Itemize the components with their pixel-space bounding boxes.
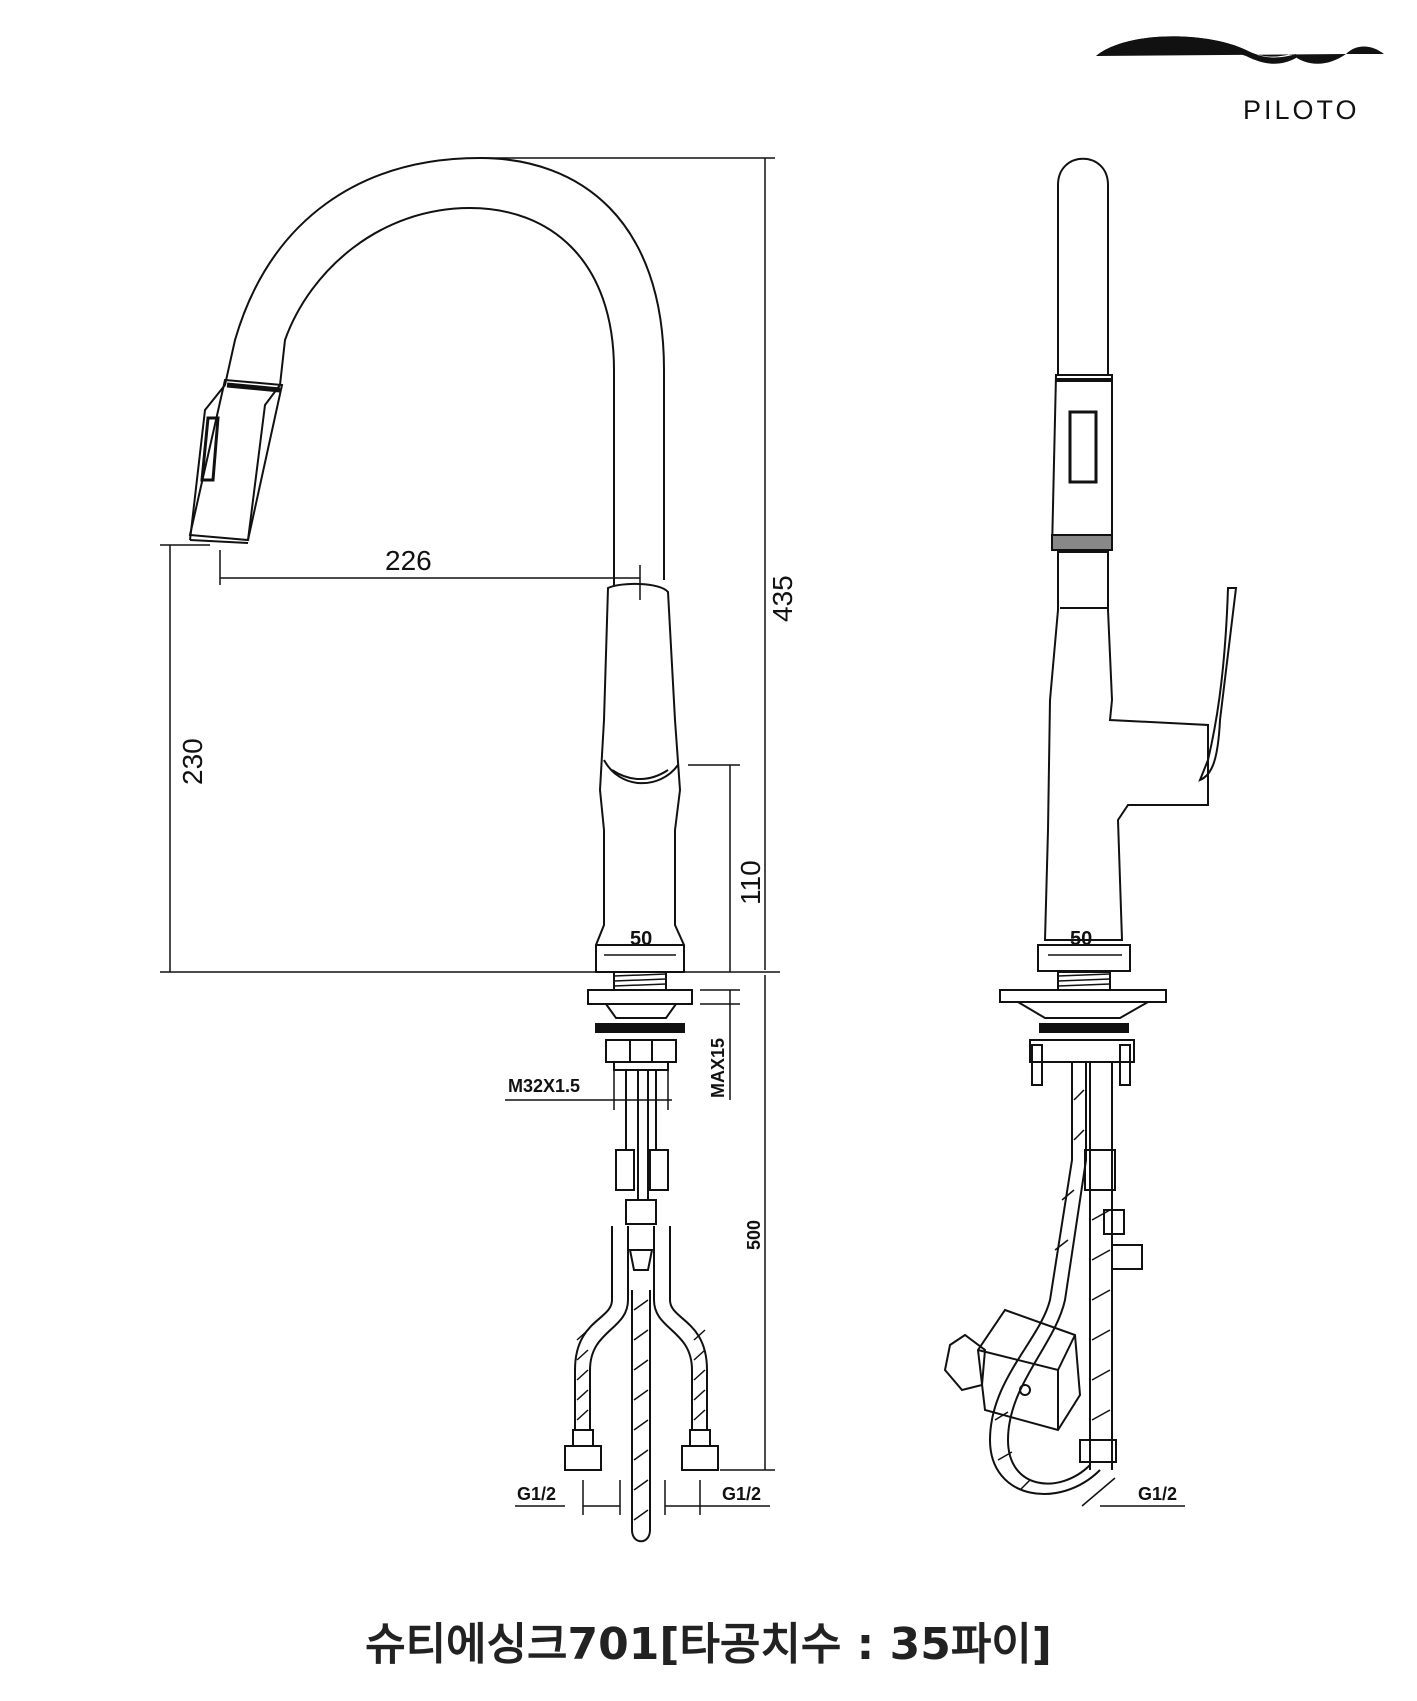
side-hose bbox=[988, 1062, 1101, 1495]
dim-thread: M32X1.5 bbox=[508, 1076, 580, 1096]
hose-right bbox=[653, 1226, 693, 1430]
side-body bbox=[1043, 551, 1209, 941]
dim-inlet-right: G1/2 bbox=[722, 1484, 761, 1504]
dim-max-thickness: MAX15 bbox=[708, 1038, 728, 1098]
dim-base-front: 50 bbox=[630, 928, 652, 950]
side-spray-head bbox=[1050, 374, 1113, 551]
side-view bbox=[943, 157, 1238, 1507]
product-caption: 슈티에싱크701[타공치수 : 35파이] bbox=[365, 1619, 1052, 1670]
side-spout bbox=[1057, 157, 1109, 375]
dim-inlet-side: G1/2 bbox=[1138, 1484, 1177, 1504]
faucet-body bbox=[595, 582, 685, 973]
brand-name: PILOTO bbox=[1243, 95, 1360, 125]
hose-left bbox=[589, 1226, 629, 1430]
dim-spout-reach: 226 bbox=[385, 545, 432, 576]
dim-spout-height: 230 bbox=[177, 738, 208, 785]
spout-inner bbox=[247, 206, 615, 585]
spout-outer bbox=[189, 156, 665, 580]
dim-base-side: 50 bbox=[1070, 928, 1092, 950]
spray-head bbox=[188, 378, 284, 542]
dim-total-height: 435 bbox=[767, 575, 798, 622]
dim-hose-length: 500 bbox=[744, 1220, 764, 1250]
side-diverter bbox=[976, 1308, 1082, 1432]
side-lever-handle bbox=[1198, 587, 1238, 782]
hose-center bbox=[631, 1290, 651, 1543]
wave-logo-icon bbox=[1096, 36, 1384, 64]
dim-body-height: 110 bbox=[735, 860, 766, 905]
front-view bbox=[160, 156, 780, 1543]
dim-inlet-left: G1/2 bbox=[517, 1484, 556, 1504]
